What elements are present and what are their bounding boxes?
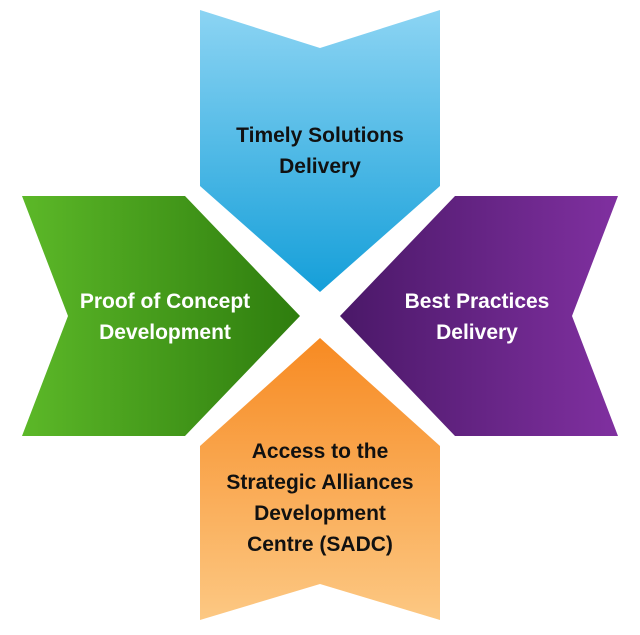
- arrow-bottom-label-line: Centre (SADC): [247, 533, 393, 556]
- arrow-left-label-line: Proof of Concept: [79, 290, 251, 313]
- arrow-bottom-label-line: Development: [254, 502, 386, 525]
- arrow-top: [200, 10, 440, 292]
- arrow-bottom-label: Access to the Strategic Alliances Develo…: [195, 436, 445, 560]
- arrow-bottom: [200, 338, 440, 620]
- arrow-bottom-label-line: Access to the: [251, 440, 389, 463]
- arrow-bottom-label-line: Strategic Alliances: [226, 471, 414, 494]
- arrow-top-label-line: Timely Solutions: [236, 124, 404, 147]
- arrow-left-label-line: Development: [99, 321, 231, 344]
- arrow-left: [22, 196, 300, 436]
- arrow-top-label: Timely Solutions Delivery: [200, 120, 440, 182]
- arrow-right-label: Best Practices Delivery: [352, 286, 602, 348]
- arrow-right-label-line: Best Practices: [404, 290, 550, 313]
- arrow-left-label: Proof of Concept Development: [40, 286, 290, 348]
- arrow-right: [340, 196, 618, 436]
- arrow-top-label-line: Delivery: [279, 155, 361, 178]
- arrow-right-label-line: Delivery: [436, 321, 518, 344]
